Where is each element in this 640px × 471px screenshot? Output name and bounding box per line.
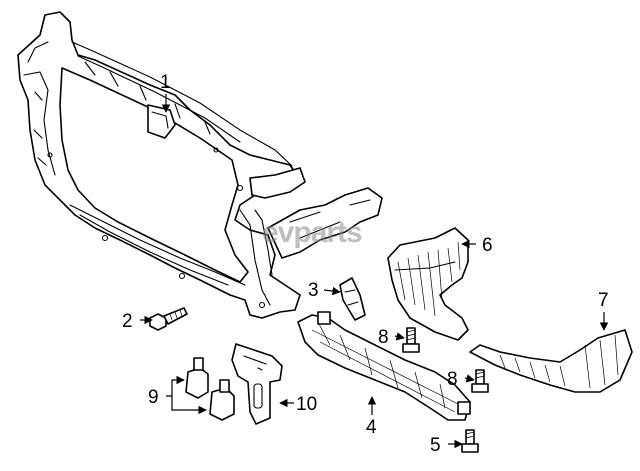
callout-10: 10: [296, 394, 317, 415]
callout-6: 6: [482, 235, 493, 256]
callout-1: 1: [160, 72, 171, 93]
callout-7: 7: [598, 290, 609, 311]
callout-9: 9: [148, 387, 159, 408]
callout-4: 4: [366, 417, 377, 438]
callout-3: 3: [308, 280, 319, 301]
plate-10: [231, 343, 283, 425]
bolt-5: [461, 429, 479, 453]
bolt-8b: [471, 369, 489, 393]
watermark-text: evparts: [262, 216, 362, 249]
callout-8a: 8: [378, 327, 389, 348]
clips-9: [185, 357, 235, 421]
radiator-support-frame: [17, 11, 383, 319]
lower-air-guide: [297, 311, 471, 421]
callout-5: 5: [430, 435, 441, 456]
air-guide-right: [469, 329, 633, 393]
callout-2: 2: [122, 311, 133, 332]
bolt-2: [149, 307, 188, 331]
bracket: [339, 277, 366, 321]
callout-leaders: [140, 94, 609, 449]
air-guide-left: [387, 227, 469, 341]
callout-8b: 8: [447, 369, 458, 390]
bolt-8a: [402, 327, 420, 353]
